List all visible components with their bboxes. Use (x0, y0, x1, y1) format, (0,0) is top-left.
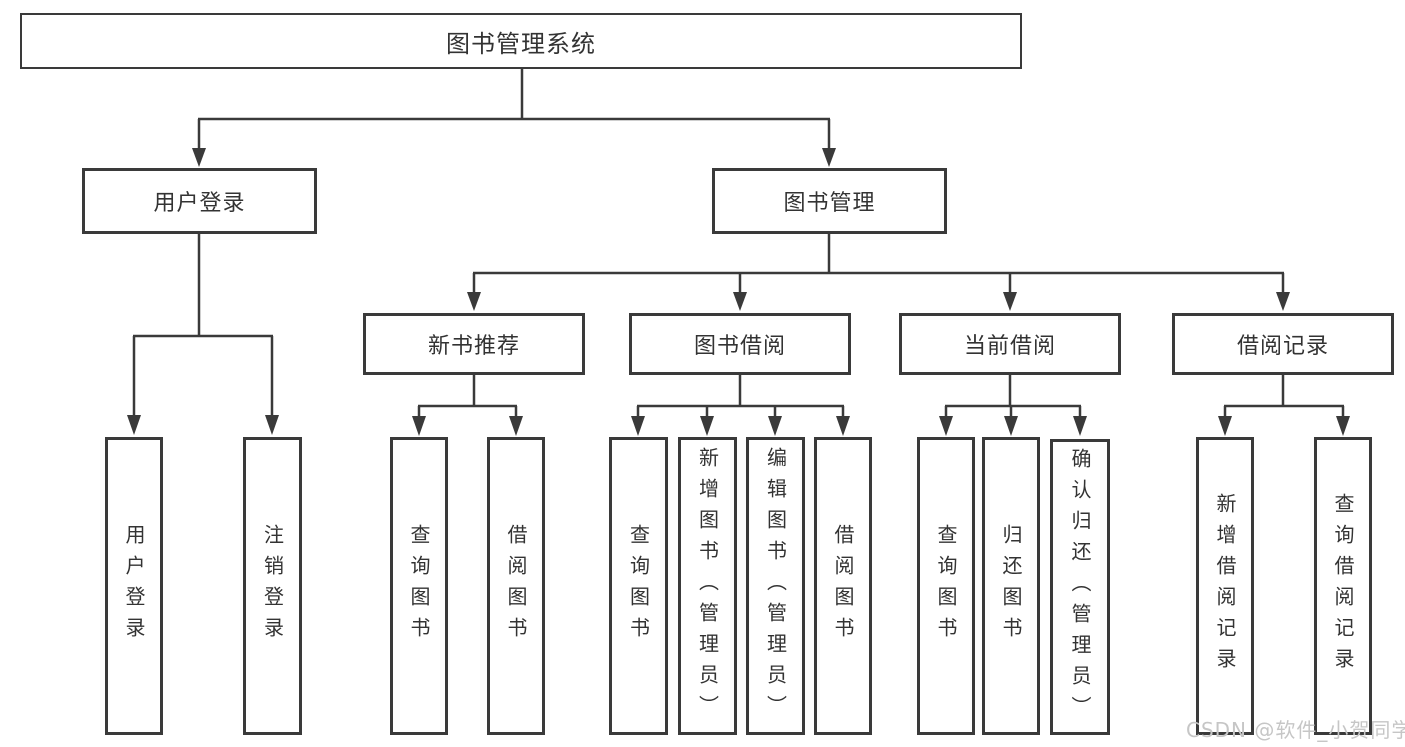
leaf-current-confirm-return-label: 确认归还（管理员） (1068, 447, 1092, 727)
leaf-recommend-query-books-label: 查询图书 (407, 524, 431, 648)
edge-new-book-recommend-to-leaves (412, 375, 523, 436)
node-current-borrow: 当前借阅 (899, 313, 1121, 375)
leaf-current-query-books: 查询图书 (917, 437, 975, 735)
arrowhead-book-borrow (733, 292, 747, 311)
leaf-recommend-borrow-books-label: 借阅图书 (504, 524, 528, 648)
arrowhead-current-return-books (1004, 416, 1018, 436)
node-new-book-recommend-label: 新书推荐 (427, 334, 520, 359)
arrowhead-leaf-user-login (127, 415, 141, 435)
leaf-records-add-record: 新增借阅记录 (1196, 437, 1254, 735)
leaf-records-add-record-label: 新增借阅记录 (1213, 493, 1237, 679)
arrowhead-borrow-records (1276, 292, 1290, 311)
edge-current-borrow-to-leaves (939, 375, 1087, 436)
node-root-label: 图书管理系统 (446, 29, 596, 58)
leaf-borrow-add-books: 新增图书（管理员） (678, 437, 737, 735)
arrowhead-leaf-logout (265, 415, 279, 435)
leaf-records-query-record-label: 查询借阅记录 (1331, 493, 1355, 679)
leaf-current-return-books-label: 归还图书 (999, 524, 1023, 648)
leaf-borrow-query-books: 查询图书 (609, 437, 668, 735)
leaf-recommend-borrow-books: 借阅图书 (487, 437, 545, 735)
node-borrow-records-label: 借阅记录 (1236, 334, 1329, 359)
arrowhead-records-query-record (1336, 416, 1350, 436)
node-root: 图书管理系统 (20, 13, 1022, 69)
watermark: CSDN @软件_小贺同学 (1186, 718, 1405, 742)
edge-book-borrow-to-leaves (631, 375, 850, 436)
node-new-book-recommend: 新书推荐 (363, 313, 585, 375)
leaf-borrow-borrow-books: 借阅图书 (814, 437, 872, 735)
arrowhead-recommend-borrow-books (509, 416, 523, 436)
leaf-current-return-books: 归还图书 (982, 437, 1040, 735)
arrowhead-borrow-query-books (631, 416, 645, 436)
arrowhead-current-borrow (1003, 292, 1017, 311)
leaf-current-confirm-return: 确认归还（管理员） (1050, 439, 1110, 735)
leaf-user-login-label: 用户登录 (122, 524, 146, 648)
node-book-management-label: 图书管理 (783, 191, 876, 216)
node-book-management: 图书管理 (712, 168, 947, 234)
arrowhead-recommend-query-books (412, 416, 426, 436)
leaf-user-login: 用户登录 (105, 437, 163, 735)
edge-book-management-to-level3 (467, 234, 1290, 311)
leaf-borrow-query-books-label: 查询图书 (626, 524, 651, 648)
leaf-borrow-edit-books-label: 编辑图书（管理员） (763, 446, 788, 726)
leaf-borrow-add-books-label: 新增图书（管理员） (695, 446, 720, 726)
leaf-recommend-query-books: 查询图书 (390, 437, 448, 735)
node-current-borrow-label: 当前借阅 (963, 334, 1056, 359)
leaf-borrow-borrow-books-label: 借阅图书 (831, 524, 855, 648)
arrowhead-borrow-edit-books (768, 416, 782, 436)
arrowhead-book-management (822, 148, 836, 167)
node-borrow-records: 借阅记录 (1172, 313, 1394, 375)
node-book-borrow-label: 图书借阅 (693, 334, 786, 359)
arrowhead-user-login (192, 148, 206, 167)
arrowhead-records-add-record (1218, 416, 1232, 436)
edge-root-to-level2 (192, 69, 836, 167)
leaf-current-query-books-label: 查询图书 (934, 524, 958, 648)
node-user-login: 用户登录 (82, 168, 317, 234)
edge-user-login-to-leaves (127, 234, 279, 435)
edge-borrow-records-to-leaves (1218, 375, 1350, 436)
arrowhead-borrow-add-books (700, 416, 714, 436)
leaf-borrow-edit-books: 编辑图书（管理员） (746, 437, 805, 735)
leaf-logout: 注销登录 (243, 437, 302, 735)
arrowhead-borrow-borrow-books (836, 416, 850, 436)
leaf-logout-label: 注销登录 (260, 524, 285, 648)
arrowhead-current-confirm-return (1073, 416, 1087, 436)
node-book-borrow: 图书借阅 (629, 313, 851, 375)
arrowhead-current-query-books (939, 416, 953, 436)
arrowhead-new-book-recommend (467, 292, 481, 311)
leaf-records-query-record: 查询借阅记录 (1314, 437, 1372, 735)
node-user-login-label: 用户登录 (153, 191, 246, 216)
